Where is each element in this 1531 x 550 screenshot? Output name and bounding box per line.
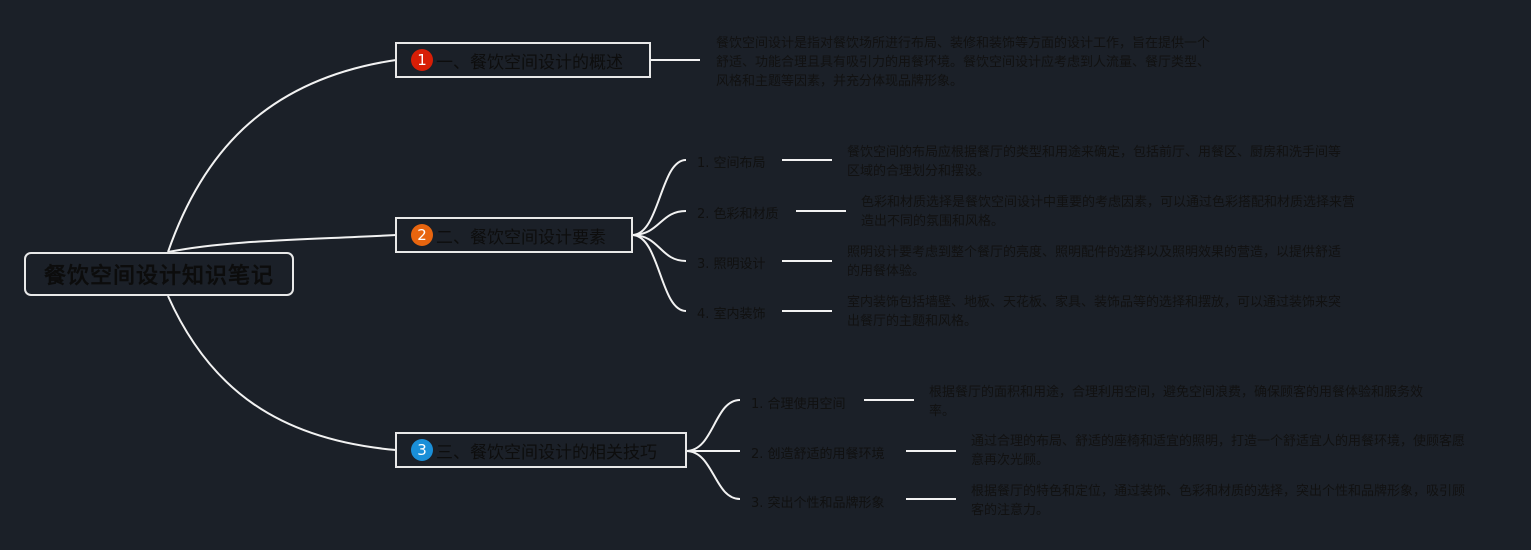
subtopic-2-1-description: 餐饮空间的布局应根据餐厅的类型和用途来确定，包括前厅、用餐区、厨房和洗手间等区域… [847, 145, 1342, 179]
topic-node-3[interactable]: 3 三、餐饮空间设计的相关技巧 [395, 432, 687, 468]
priority-1-icon: 1 [411, 49, 433, 71]
connector-root-topic-3 [167, 295, 397, 451]
connector-topic-2-sub-3 [631, 234, 687, 262]
subtopic-2-3-description: 照明设计要考虑到整个餐厅的亮度、照明配件的选择以及照明效果的营造，以提供舒适的用… [847, 245, 1342, 279]
subtopic-3-3[interactable]: 3. 突出个性和品牌形象 [751, 496, 885, 511]
subtopic-3-1-description: 根据餐厅的面积和用途，合理利用空间，避免空间浪费，确保顾客的用餐体验和服务效率。 [929, 385, 1424, 419]
topic-label: 二、餐饮空间设计要素 [436, 227, 606, 248]
subtopic-3-2-description: 通过合理的布局、舒适的座椅和适宜的照明，打造一个舒适宜人的用餐环境，使顾客愿意再… [971, 434, 1466, 468]
subtopic-2-2-description: 色彩和材质选择是餐饮空间设计中重要的考虑因素，可以通过色彩搭配和材质选择来营造出… [861, 195, 1356, 229]
priority-3-icon: 3 [411, 439, 433, 461]
priority-2-icon: 2 [411, 224, 433, 246]
subtopic-2-1[interactable]: 1. 空间布局 [697, 156, 766, 171]
connector-root-topic-1 [167, 59, 397, 253]
connector-root-topic-2 [167, 234, 397, 253]
connector-topic-3-sub-3 [685, 450, 741, 500]
topic-node-1[interactable]: 1 一、餐饮空间设计的概述 [395, 42, 651, 78]
connector-topic-3-sub-1 [685, 399, 741, 452]
topic-node-2[interactable]: 2 二、餐饮空间设计要素 [395, 217, 633, 253]
topic-1-description: 餐饮空间设计是指对餐饮场所进行布局、装修和装饰等方面的设计工作，旨在提供一个舒适… [716, 36, 1211, 89]
subtopic-3-3-description: 根据餐厅的特色和定位，通过装饰、色彩和材质的选择，突出个性和品牌形象，吸引顾客的… [971, 484, 1466, 518]
subtopic-3-1[interactable]: 1. 合理使用空间 [751, 397, 846, 412]
subtopic-2-4[interactable]: 4. 室内装饰 [697, 307, 766, 322]
connector-topic-2-sub-1 [631, 159, 687, 236]
root-node[interactable]: 餐饮空间设计知识笔记 [24, 252, 294, 296]
subtopic-2-4-description: 室内装饰包括墙壁、地板、天花板、家具、装饰品等的选择和摆放，可以通过装饰来突出餐… [847, 295, 1342, 329]
subtopic-3-2[interactable]: 2. 创造舒适的用餐环境 [751, 447, 885, 462]
connector-topic-2-sub-2 [631, 210, 687, 236]
topic-label: 一、餐饮空间设计的概述 [436, 52, 623, 73]
subtopic-2-3[interactable]: 3. 照明设计 [697, 257, 766, 272]
root-title: 餐饮空间设计知识笔记 [43, 264, 274, 289]
topic-label: 三、餐饮空间设计的相关技巧 [436, 442, 657, 463]
subtopic-2-2[interactable]: 2. 色彩和材质 [697, 207, 779, 222]
connector-topic-2-sub-4 [631, 234, 687, 312]
